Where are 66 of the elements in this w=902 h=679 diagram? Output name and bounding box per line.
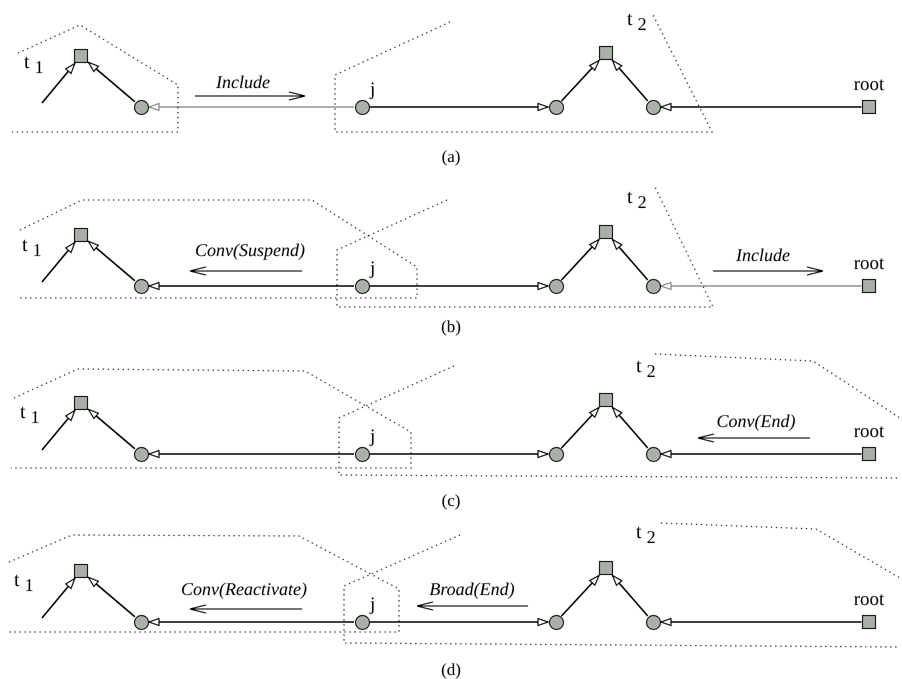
region-label: t $_{2}$ <box>636 354 656 378</box>
arrow <box>41 242 76 282</box>
arrow <box>560 406 600 449</box>
square-node <box>862 447 876 461</box>
message-label: Include <box>736 244 790 266</box>
region-label: t $_{1}$ <box>24 50 44 74</box>
arrow <box>560 60 600 102</box>
arrow <box>148 450 354 458</box>
message-label: Broad(End) <box>429 578 515 600</box>
region-label: t $_{1}$ <box>14 568 34 592</box>
arrow <box>370 450 549 458</box>
panel-caption: (b) <box>441 317 461 337</box>
arrow <box>660 450 862 458</box>
node-label: j <box>370 426 376 448</box>
arrow <box>660 618 862 626</box>
arrow <box>612 574 648 616</box>
panel-caption: (d) <box>441 660 461 679</box>
square-node <box>599 46 613 60</box>
node-label: root <box>854 253 884 275</box>
arrow <box>612 406 648 448</box>
arrow <box>612 60 648 102</box>
square-node <box>599 225 613 239</box>
square-node <box>74 49 88 63</box>
arrow <box>88 240 136 282</box>
square-node <box>599 393 613 407</box>
arrow <box>660 282 862 290</box>
arrow <box>148 282 354 290</box>
node-label: j <box>370 79 376 101</box>
arrow <box>41 410 76 450</box>
region-label: t $_{1}$ <box>20 400 40 424</box>
arrow <box>370 618 549 626</box>
node-label: root <box>854 74 884 96</box>
arrow <box>560 238 600 281</box>
square-node <box>862 100 876 114</box>
square-node <box>74 396 88 410</box>
region-label: t $_{2}$ <box>627 185 647 209</box>
panel-caption: (a) <box>442 147 460 167</box>
arrow <box>560 574 600 617</box>
arrow <box>148 102 354 112</box>
arrow <box>660 102 862 112</box>
message-label: Conv(End) <box>716 410 796 432</box>
square-node <box>862 615 876 629</box>
message-label: Conv(Suspend) <box>195 239 305 261</box>
node-label: root <box>854 589 884 611</box>
arrow <box>612 238 648 280</box>
region-label: t $_{2}$ <box>636 520 656 544</box>
square-node <box>862 279 876 293</box>
node-label: j <box>370 258 376 280</box>
region-label: t $_{1}$ <box>22 233 42 257</box>
square-node <box>599 561 613 575</box>
arrow <box>41 578 76 618</box>
node-label: root <box>854 421 884 443</box>
message-label: Conv(Reactivate) <box>181 578 307 600</box>
arrow <box>370 102 549 112</box>
square-node <box>74 228 88 242</box>
node-label: j <box>370 594 376 616</box>
message-label: Include <box>216 71 270 93</box>
arrow <box>88 576 136 618</box>
region-label: t $_{2}$ <box>627 7 647 31</box>
arrow <box>88 62 136 102</box>
arrow <box>41 62 76 104</box>
panel-caption: (c) <box>442 491 460 511</box>
arrow <box>148 618 354 626</box>
arrow <box>88 408 136 450</box>
arrow <box>370 282 549 290</box>
square-node <box>74 564 88 578</box>
